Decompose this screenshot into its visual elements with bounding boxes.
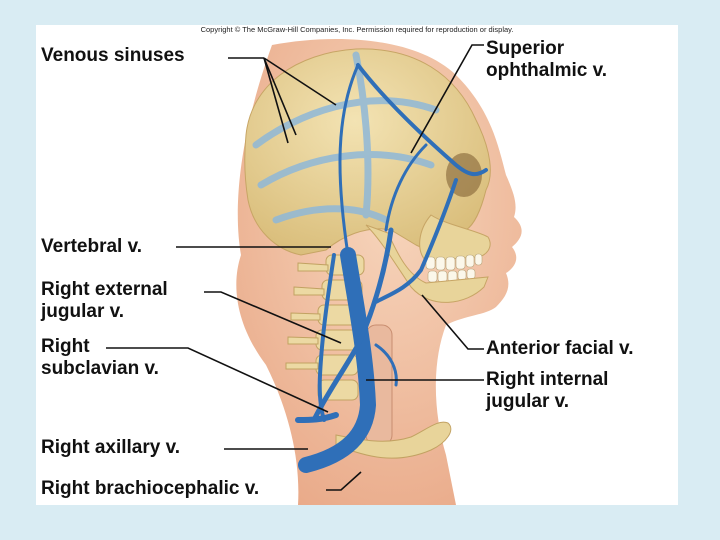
label-right-external-jugular-line1: Right external <box>41 279 168 300</box>
figure-panel: Copyright © The McGraw-Hill Companies, I… <box>36 25 678 505</box>
label-right-axillary: Right axillary v. <box>41 437 180 459</box>
label-right-subclavian-line1: Right <box>41 336 90 357</box>
veins <box>295 63 488 473</box>
label-right-internal-jugular-line1: Right internal <box>486 369 609 390</box>
label-right-brachiocephalic-text: Right brachiocephalic v. <box>41 478 260 499</box>
label-right-axillary-text: Right axillary v. <box>41 437 181 458</box>
venous-sinuses <box>252 51 440 224</box>
label-superior-ophthalmic-line2: ophthalmic v. <box>486 60 608 81</box>
label-vertebral: Vertebral v. <box>41 236 142 258</box>
upper-teeth <box>425 253 483 271</box>
label-right-internal-jugular: Right internal jugular v. <box>486 369 608 413</box>
label-anterior-facial: Anterior facial v. <box>486 338 633 360</box>
label-right-brachiocephalic: Right brachiocephalic v. <box>41 478 259 500</box>
copyright-notice: Copyright © The McGraw-Hill Companies, I… <box>200 25 514 34</box>
label-venous-sinuses-text: Venous sinuses <box>41 45 185 66</box>
label-superior-ophthalmic-line1: Superior <box>486 38 565 59</box>
label-vertebral-text: Vertebral v. <box>41 236 143 257</box>
clavicle <box>335 421 452 459</box>
label-right-subclavian: Right subclavian v. <box>41 336 159 380</box>
head-neck-illustration <box>106 38 522 505</box>
label-venous-sinuses: Venous sinuses <box>41 45 185 67</box>
label-anterior-facial-text: Anterior facial v. <box>486 338 634 359</box>
label-right-external-jugular: Right external jugular v. <box>41 279 168 323</box>
label-right-subclavian-line2: subclavian v. <box>41 358 159 379</box>
mandible <box>365 224 489 303</box>
label-right-internal-jugular-line2: jugular v. <box>486 391 570 412</box>
label-superior-ophthalmic: Superior ophthalmic v. <box>486 38 607 82</box>
label-right-external-jugular-line2: jugular v. <box>41 301 125 322</box>
leader-lines <box>106 44 484 491</box>
